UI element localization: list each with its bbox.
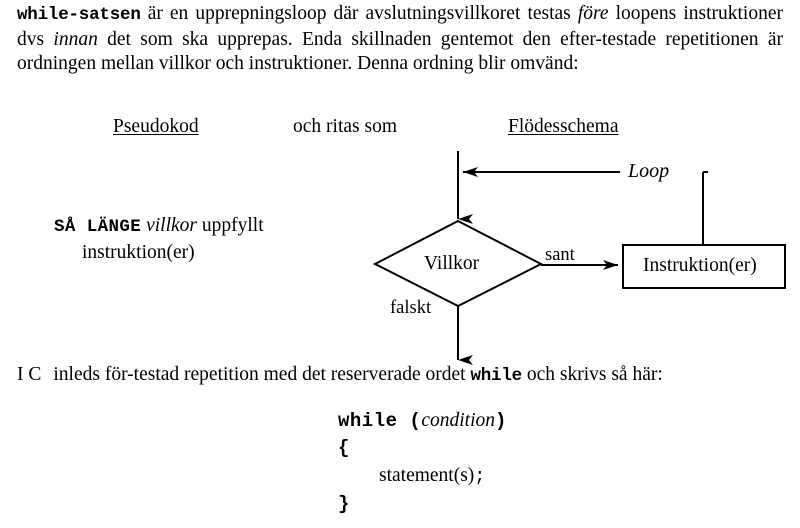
edge-label-sant: sant: [545, 245, 575, 265]
bottom-sentence: I C inleds för-testad repetition med det …: [17, 363, 787, 388]
pseudocode-block: SÅ LÄNGE villkor uppfyllt instruktion(er…: [54, 213, 264, 265]
c-code-block: while (condition) { statement(s); }: [338, 407, 507, 518]
code-line-open-brace: {: [338, 437, 350, 459]
intro-text-2: loopens instruktioner dvs: [17, 3, 783, 50]
intro-emphasis-fore: före: [577, 3, 609, 24]
heading-flodesschema: Flödesschema: [508, 116, 619, 137]
bottom-sentence-prefix: I C: [17, 364, 42, 385]
decision-label-villkor: Villkor: [424, 253, 480, 274]
bottom-sentence-text-1: inleds för-testad repetition med det res…: [53, 364, 471, 385]
heading-och-ritas-som: och ritas som: [293, 116, 397, 137]
pseudocode-condition-villkor: villkor: [146, 215, 197, 236]
code-open-paren: (: [397, 410, 422, 432]
code-condition-placeholder: condition: [421, 410, 495, 431]
intro-paragraph: while-satsen är en upprepningsloop där a…: [17, 2, 783, 77]
code-line-close-brace: }: [338, 493, 350, 515]
bottom-sentence-text-2: och skrivs så här:: [521, 364, 663, 385]
edge-label-loop: Loop: [628, 160, 670, 182]
code-keyword-while: while: [338, 410, 398, 432]
heading-pseudokod: Pseudokod: [113, 116, 199, 137]
pseudocode-keyword-sa-lange: SÅ LÄNGE: [54, 217, 142, 237]
pseudocode-line-keyword: SÅ LÄNGE villkor uppfyllt: [54, 213, 264, 240]
intro-text-1: är en upprepningsloop där avslutningsvil…: [140, 3, 578, 24]
bottom-sentence-keyword-while: while: [470, 366, 522, 386]
code-line-statement: statement(s);: [338, 462, 507, 491]
code-statement-placeholder: statement(s): [379, 465, 475, 486]
pseudocode-condition-suffix: uppfyllt: [197, 215, 264, 236]
pseudocode-line-body: instruktion(er): [82, 242, 195, 263]
intro-text-3: det som ska upprepas. Enda skillnaden ge…: [17, 28, 783, 75]
edge-label-falskt: falskt: [390, 298, 432, 318]
intro-emphasis-innan: innan: [53, 28, 98, 50]
code-close-paren: ): [495, 410, 507, 432]
intro-keyword-while-satsen: while-satsen: [17, 5, 141, 25]
code-line-while: while (condition): [338, 407, 507, 435]
process-label-instruktion: Instruktion(er): [643, 255, 757, 276]
code-statement-semicolon: ;: [474, 467, 486, 487]
